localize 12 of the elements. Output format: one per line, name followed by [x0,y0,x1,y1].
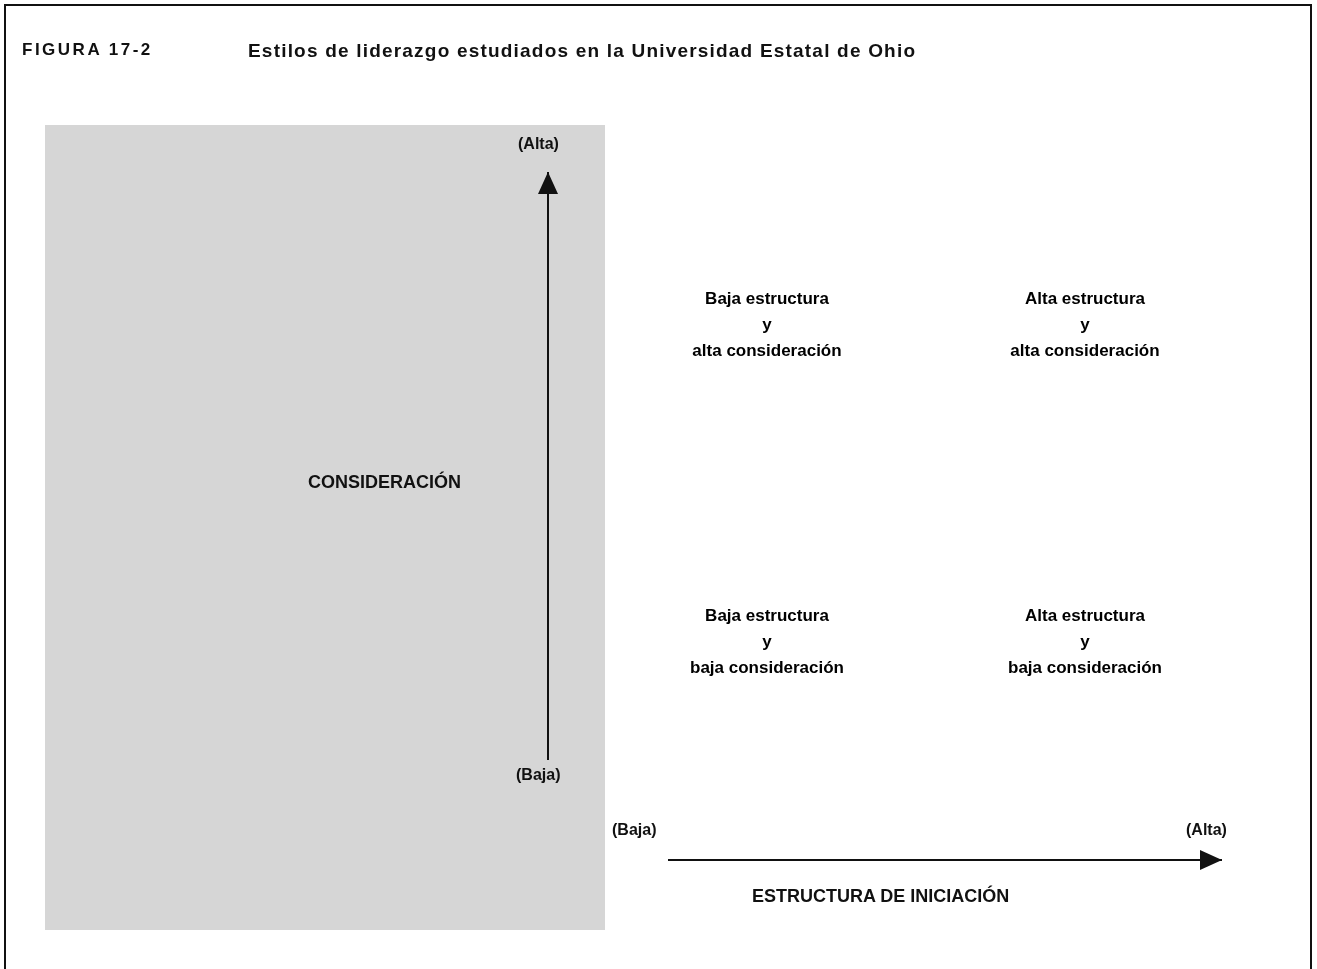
quadrant-label: Baja estructura y baja consideración [690,605,844,679]
figure-title: Estilos de liderazgo estudiados en la Universidad Estatal de Ohio [248,40,917,62]
axis-end-label: (Baja) [516,766,561,784]
axis-end-label: (Alta) [1186,821,1227,839]
axis-end-label: (Baja) [612,821,657,839]
quadrant-label: Alta estructura y baja consideración [1008,605,1162,679]
axis-end-label: (Alta) [518,135,559,153]
figure-number: FIGURA 17-2 [22,40,153,60]
quadrant-label: Baja estructura y alta consideración [692,288,842,362]
axis-title: CONSIDERACIÓN [308,472,461,493]
quadrant-label: Alta estructura y alta consideración [1010,288,1160,362]
axis-title: ESTRUCTURA DE INICIACIÓN [752,886,1010,907]
